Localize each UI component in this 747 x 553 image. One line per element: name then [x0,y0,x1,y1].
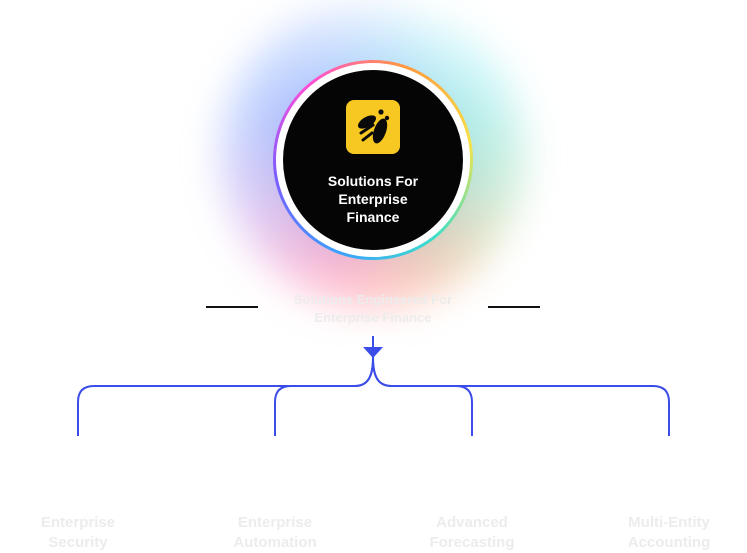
left-divider [206,306,258,308]
bee-icon [346,100,400,154]
branch-label-4-line-2: Accounting [627,534,711,551]
hub-title: Solutions For Enterprise Finance [303,172,443,226]
branch-label-1-line-2: Security [48,534,108,551]
branch-label-3: Advanced Forecasting [412,513,532,553]
branch-label-3-line-1: Advanced [436,514,508,531]
branch-label-1-line-1: Enterprise [40,514,116,531]
branch-line-1 [77,357,374,436]
subtitle-line-2: Enterprise Finance [314,310,432,325]
subtitle-line-1: Solutions Engineered For [293,292,453,307]
hub-title-line-1: Solutions For [327,173,419,189]
hub-circle: Solutions For Enterprise Finance [283,70,463,250]
right-divider [488,306,540,308]
branch-label-3-line-2: Forecasting [429,534,515,551]
branch-line-3 [372,357,473,436]
branch-line-4 [372,357,670,436]
hub-title-line-3: Finance [346,209,400,225]
branch-label-4-line-1: Multi-Entity [628,514,710,531]
branch-label-4: Multi-Entity Accounting [609,513,729,553]
branch-line-2 [274,357,374,436]
branch-label-2-line-1: Enterprise [237,514,313,531]
branch-label-2-line-2: Automation [233,534,317,551]
branch-label-1: Enterprise Security [18,513,138,553]
hub-title-line-2: Enterprise [338,191,408,207]
branch-label-2: Enterprise Automation [215,513,335,553]
arrow-down-icon [363,347,383,358]
subtitle: Solutions Engineered For Enterprise Fina… [268,291,478,327]
